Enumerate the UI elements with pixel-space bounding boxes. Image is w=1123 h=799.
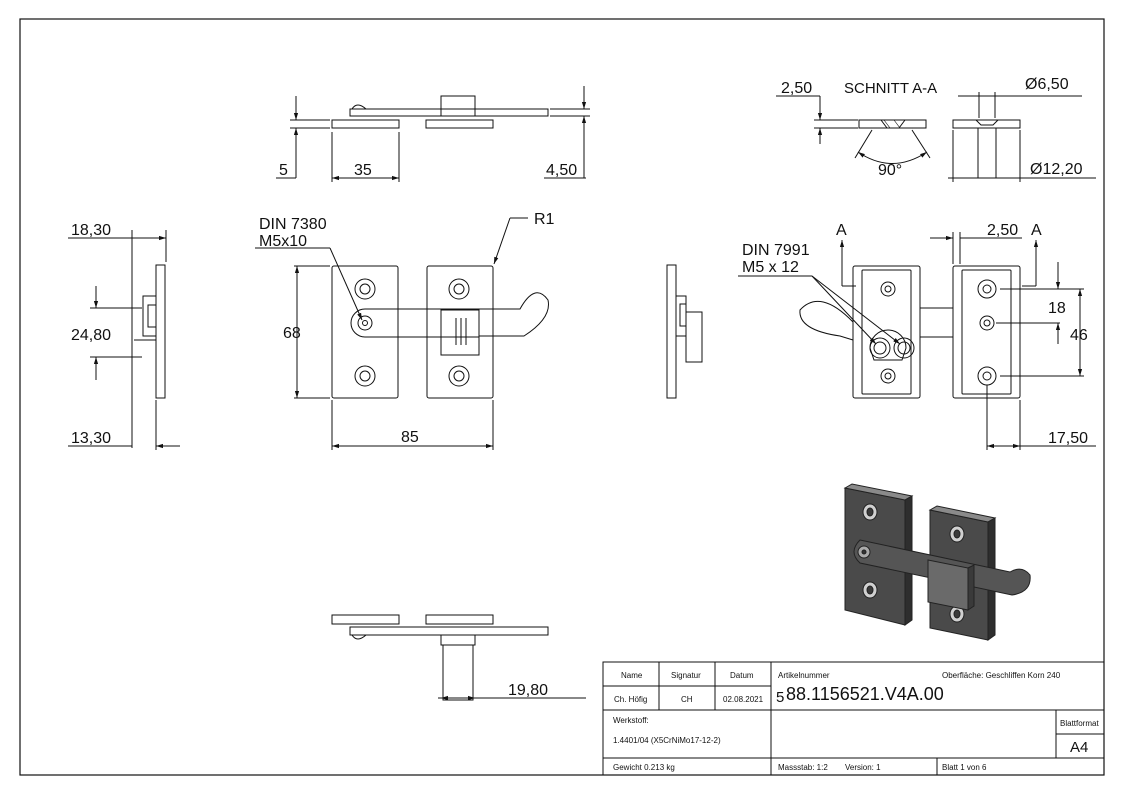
tb-header-signatur: Signatur — [671, 671, 701, 680]
dim-dia-12-20: Ø12,20 — [1030, 161, 1083, 178]
leader-m5x12: M5 x 12 — [742, 259, 799, 276]
top-view — [276, 86, 590, 182]
dim-2-50-rear: 2,50 — [987, 222, 1018, 239]
dim-85: 85 — [401, 429, 419, 446]
tb-header-name: Name — [621, 671, 643, 680]
dim-19-80: 19,80 — [508, 682, 548, 699]
dim-dia-6-50: Ø6,50 — [1025, 76, 1069, 93]
section-marker-a-right: A — [1031, 222, 1042, 239]
dim-24-80: 24,80 — [71, 327, 111, 344]
dim-18: 18 — [1048, 300, 1066, 317]
tb-version: Version: 1 — [845, 763, 881, 772]
leader-m5x10: M5x10 — [259, 233, 307, 250]
tb-header-datum: Datum — [730, 671, 754, 680]
front-view — [255, 217, 549, 450]
isometric-render — [843, 483, 1031, 641]
tb-werkstoff-label: Werkstoff: — [613, 716, 649, 725]
tb-name: Ch. Höfig — [614, 695, 647, 704]
tb-blattformat-label: Blattformat — [1060, 719, 1099, 728]
dim-2-50-section: 2,50 — [781, 80, 812, 97]
leader-din-7991: DIN 7991 — [742, 242, 810, 259]
dim-5: 5 — [279, 162, 288, 179]
tb-artikelnummer: 88.1156521.V4A.00 — [786, 684, 944, 704]
tb-blatt: Blatt 1 von 6 — [942, 763, 987, 772]
tb-oberflaeche: Oberfläche: Geschliffen Korn 240 — [942, 671, 1061, 680]
radius-r1: R1 — [534, 211, 555, 228]
left-side-view — [68, 230, 180, 450]
dim-18-30: 18,30 — [71, 222, 111, 239]
dim-68: 68 — [283, 325, 301, 342]
rear-view — [738, 232, 1096, 450]
dim-46: 46 — [1070, 327, 1088, 344]
dim-35: 35 — [354, 162, 372, 179]
title-block — [602, 661, 1105, 776]
bottom-view — [331, 614, 586, 701]
dim-angle-90: 90° — [878, 162, 902, 179]
tb-blattformat: A4 — [1070, 739, 1088, 756]
sheet-frame — [19, 18, 1105, 776]
tb-massstab: Massstab: 1:2 — [778, 763, 828, 772]
section-title: SCHNITT A-A — [844, 80, 937, 97]
tb-gewicht: Gewicht 0.213 kg — [613, 763, 675, 772]
tb-datum: 02.08.2021 — [723, 695, 764, 704]
tb-artikelnummer-label: Artikelnummer — [778, 671, 830, 680]
dim-4-50: 4,50 — [546, 162, 577, 179]
dim-13-30: 13,30 — [71, 430, 111, 447]
tb-signatur: CH — [681, 695, 693, 704]
dim-17-50: 17,50 — [1048, 430, 1088, 447]
tb-werkstoff-value: 1.4401/04 (X5CrNiMo17-12-2) — [613, 736, 721, 745]
right-side-view — [666, 264, 703, 399]
leader-din-7380: DIN 7380 — [259, 216, 327, 233]
section-a-a — [776, 92, 1096, 182]
tb-artikelnummer-prefix: 5 — [776, 689, 784, 706]
section-marker-a-left: A — [836, 222, 847, 239]
